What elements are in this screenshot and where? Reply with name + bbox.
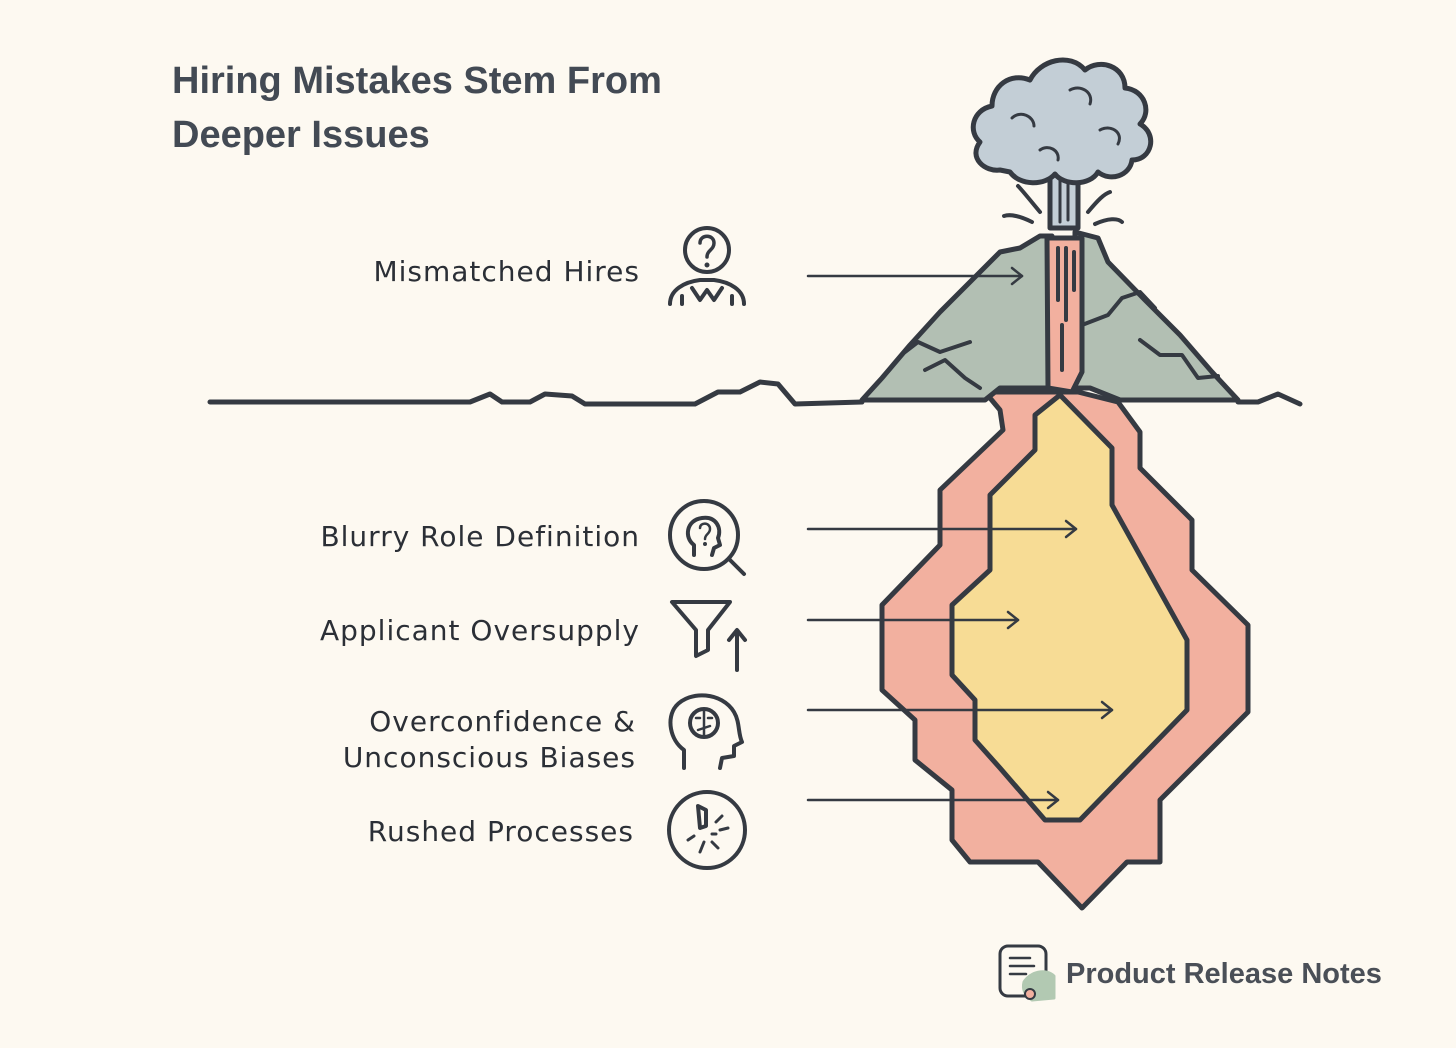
- volcano-cone-right: [1072, 229, 1241, 403]
- ground-line: [207, 379, 1303, 407]
- label-rushed-processes: Rushed Processes: [367, 815, 634, 848]
- biased-head-icon: [668, 693, 744, 770]
- brand: Product Release Notes: [996, 942, 1382, 1006]
- label-mismatched-hires: Mismatched Hires: [373, 255, 640, 288]
- confused-person-icon: [668, 226, 746, 306]
- smoke-cloud: [970, 57, 1154, 186]
- title-line-2: Deeper Issues: [172, 114, 430, 156]
- volcano-cone: [859, 233, 1055, 403]
- smoke-curl: [1010, 86, 1121, 162]
- brand-name: Product Release Notes: [1066, 957, 1382, 990]
- splash: [1002, 184, 1042, 224]
- lava-streak: [1056, 246, 1076, 372]
- arrow-rushed-processes: [806, 790, 1060, 810]
- arrow-applicant-oversupply: [806, 610, 1020, 630]
- head-magnifier-icon: [668, 499, 746, 576]
- label-overconfidence-line-2: Unconscious Biases: [342, 741, 636, 774]
- funnel-up-arrow-icon: [670, 600, 747, 672]
- arrow-overconfidence: [806, 700, 1114, 720]
- arrow-mismatched-hires: [806, 266, 1024, 286]
- label-blurry-role-definition: Blurry Role Definition: [320, 520, 640, 553]
- notes-logo-icon: [998, 944, 1056, 1002]
- rock-crack: [903, 340, 972, 354]
- page-title: Hiring Mistakes Stem From Deeper Issues: [172, 54, 792, 162]
- rock-crack: [1080, 290, 1157, 327]
- splash: [1086, 190, 1124, 226]
- rock-crack: [1138, 338, 1220, 380]
- rock-crack: [923, 358, 982, 390]
- magma-core: [949, 392, 1190, 823]
- broken-clock-icon: [667, 790, 747, 870]
- label-applicant-oversupply: Applicant Oversupply: [319, 614, 640, 647]
- title-line-1: Hiring Mistakes Stem From: [172, 60, 662, 102]
- label-overconfidence-biases: Overconfidence & Unconscious Biases: [343, 704, 636, 776]
- arrow-blurry-role: [806, 519, 1078, 539]
- label-overconfidence-line-1: Overconfidence &: [369, 705, 636, 738]
